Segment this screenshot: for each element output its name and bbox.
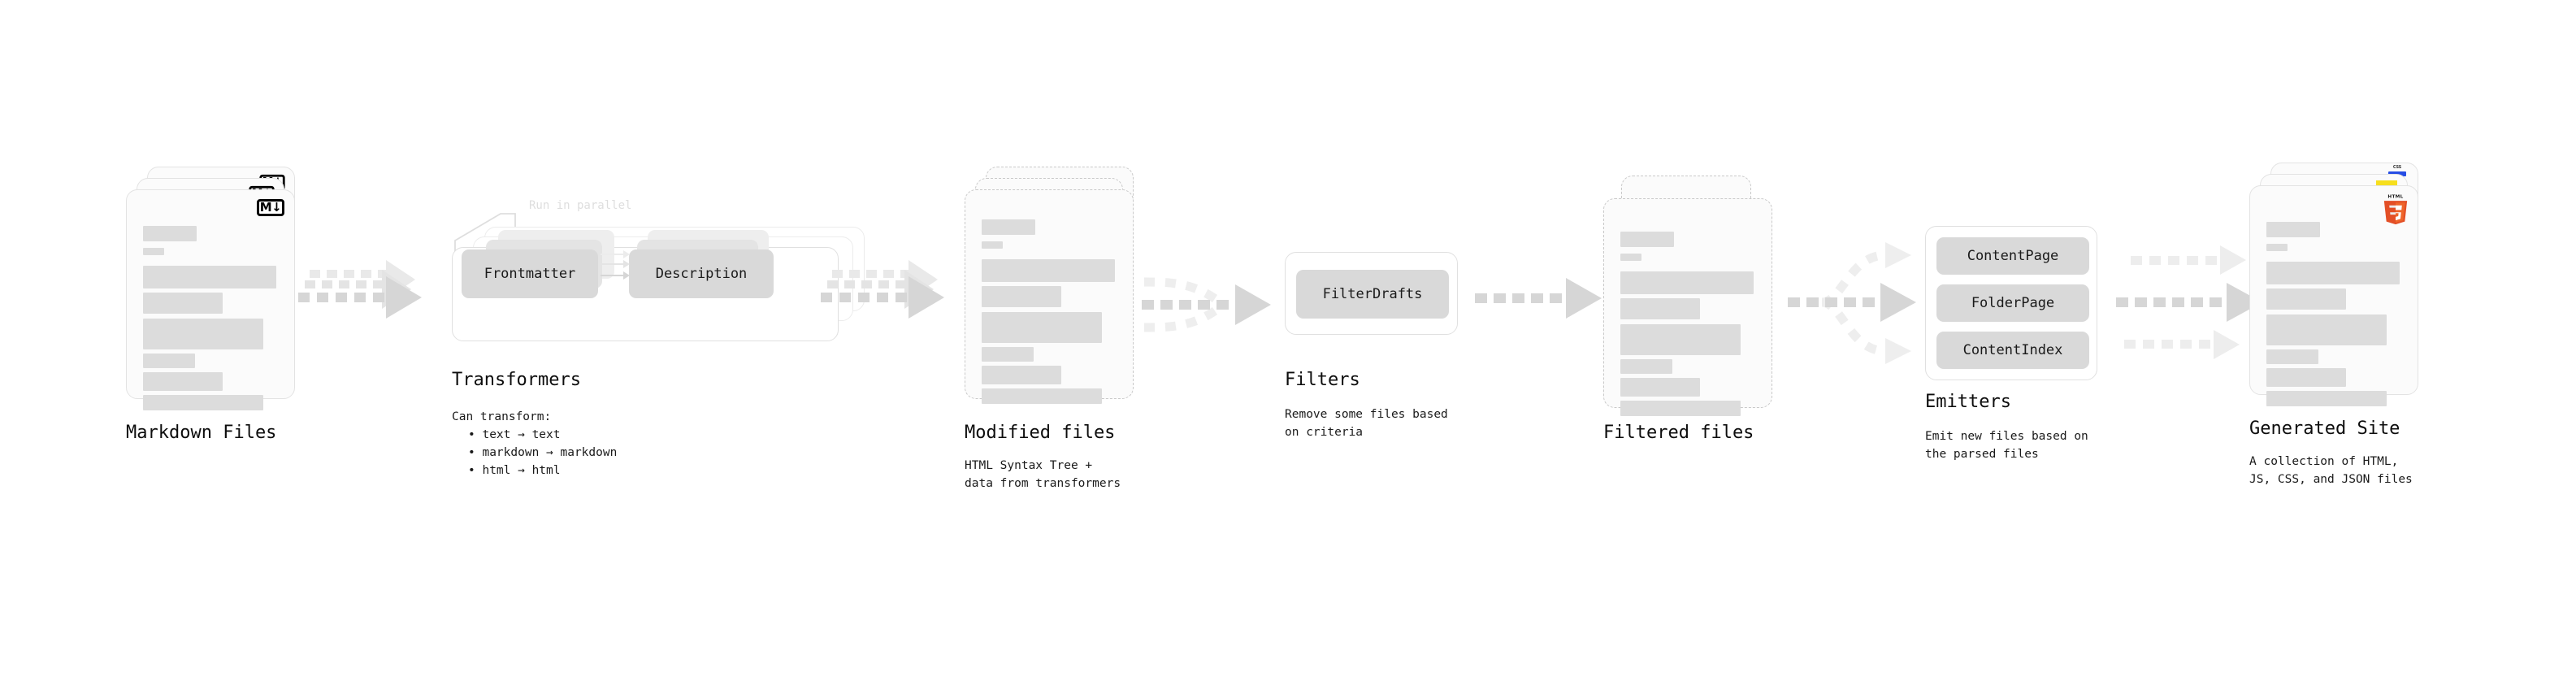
skeleton-line (982, 366, 1061, 384)
transformer-chip-description[interactable]: Description (629, 249, 774, 298)
skeleton-line (143, 395, 263, 410)
transformer-chip-frontmatter[interactable]: Frontmatter (462, 249, 598, 298)
skeleton-line (1620, 401, 1741, 416)
emitter-chip-folderpage[interactable]: FolderPage (1936, 284, 2089, 322)
skeleton-line (2266, 288, 2346, 310)
filtered-card-front[interactable] (1603, 198, 1772, 416)
emitters-box[interactable]: ContentPage FolderPage ContentIndex (1925, 226, 2097, 380)
emitter-chip-contentpage[interactable]: ContentPage (1936, 237, 2089, 275)
filters-box[interactable]: FilterDrafts (1285, 252, 1458, 335)
skeleton-line (2266, 244, 2288, 251)
emitters-subtitle-2: the parsed files (1925, 448, 2039, 461)
emitters-subtitle-1: Emit new files based on (1925, 430, 2088, 443)
svg-text:HTML: HTML (2387, 195, 2403, 200)
modified-files-subtitle-1: HTML Syntax Tree + (965, 459, 1093, 472)
generated-site-subtitle-2: JS, CSS, and JSON files (2249, 473, 2413, 486)
filters-title: Filters (1285, 370, 1360, 390)
skeleton-line (143, 319, 263, 349)
html5-logo-icon: HTML (2383, 195, 2408, 225)
skeleton-line (1620, 324, 1741, 355)
connector-modified-to-filters (1142, 277, 1271, 332)
modified-files-title: Modified files (965, 423, 1116, 443)
skeleton-line (143, 266, 276, 288)
skeleton-line (2266, 222, 2320, 237)
filters-subtitle-2: on criteria (1285, 426, 1364, 439)
transformers-bullet-0: • text → text (468, 428, 561, 441)
skeleton-line (1620, 232, 1674, 247)
generated-site-title: Generated Site (2249, 419, 2400, 439)
skeleton-line (1620, 298, 1700, 319)
skeleton-line (143, 226, 197, 241)
filters-subtitle-1: Remove some files based (1285, 408, 1448, 421)
filter-chip-filterdrafts[interactable]: FilterDrafts (1296, 270, 1449, 319)
skeleton-line (982, 388, 1102, 404)
skeleton-line (2266, 368, 2346, 387)
skeleton-line (2266, 349, 2318, 364)
skeleton-line (2266, 314, 2387, 345)
skeleton-line (143, 354, 195, 368)
skeleton-line (1620, 254, 1641, 261)
connector-transformers-to-modified (821, 260, 944, 319)
modified-card-front[interactable] (965, 189, 1134, 404)
skeleton-line (2266, 391, 2387, 406)
modified-files-subtitle-2: data from transformers (965, 477, 1121, 490)
connector-emitters-to-site (2116, 245, 2262, 359)
skeleton-line (143, 293, 223, 314)
css-logo-label: CSS (2392, 165, 2402, 170)
emitter-chip-contentindex[interactable]: ContentIndex (1936, 332, 2089, 369)
connector-filtered-to-emitters (1788, 242, 1916, 364)
transformer-inner-arrows-icon (601, 250, 630, 280)
skeleton-line (982, 241, 1003, 249)
transformers-bullet-1: • markdown → markdown (468, 446, 618, 459)
markdown-files-title: Markdown Files (126, 423, 277, 443)
skeleton-line (1620, 271, 1754, 294)
skeleton-line (982, 286, 1061, 307)
skeleton-line (982, 312, 1102, 343)
markdown-card-front[interactable]: M↓ (126, 189, 295, 410)
transformers-subtitle: Can transform: (452, 410, 552, 423)
transformers-bullet-2: • html → html (468, 464, 561, 477)
connector-filters-to-filtered (1475, 278, 1602, 319)
run-in-parallel-bracket-icon (454, 213, 516, 254)
transformer-box[interactable]: Frontmatter Description (452, 230, 839, 341)
skeleton-line (2266, 262, 2400, 284)
transformers-title: Transformers (452, 370, 581, 390)
connector-markdown-to-transformers (298, 260, 422, 319)
skeleton-line (982, 219, 1035, 235)
site-card-html[interactable]: HTML (2249, 185, 2418, 406)
emitters-title: Emitters (1925, 392, 2011, 412)
skeleton-line (982, 259, 1115, 282)
skeleton-line (143, 372, 223, 391)
markdown-logo-icon: M↓ (257, 199, 284, 216)
generated-site-subtitle-1: A collection of HTML, (2249, 455, 2399, 468)
skeleton-line (982, 347, 1034, 362)
skeleton-line (1620, 378, 1700, 397)
run-in-parallel-note: Run in parallel (529, 199, 632, 212)
skeleton-line (1620, 359, 1672, 374)
skeleton-line (143, 248, 164, 255)
filtered-files-title: Filtered files (1603, 423, 1754, 443)
